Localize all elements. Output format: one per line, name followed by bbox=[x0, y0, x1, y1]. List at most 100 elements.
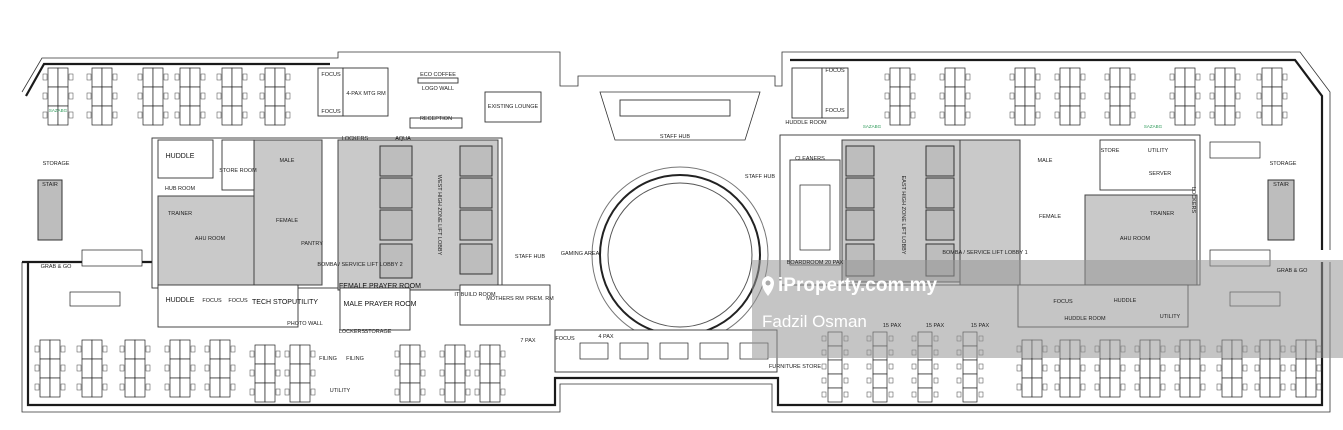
west-core bbox=[151, 137, 551, 331]
chair bbox=[1256, 73, 1262, 81]
chair bbox=[68, 92, 74, 100]
desk bbox=[49, 339, 61, 360]
chair bbox=[204, 364, 210, 372]
desk bbox=[142, 67, 154, 88]
chair bbox=[978, 377, 984, 384]
chair bbox=[285, 92, 291, 100]
chair bbox=[1054, 73, 1060, 81]
desk bbox=[1174, 67, 1186, 88]
desk bbox=[954, 105, 966, 126]
desk bbox=[1031, 377, 1043, 398]
chair bbox=[821, 391, 827, 398]
desk bbox=[899, 105, 911, 126]
chair bbox=[102, 383, 108, 391]
desk bbox=[889, 105, 901, 126]
chair bbox=[1134, 383, 1140, 391]
desk bbox=[1231, 377, 1243, 398]
desk bbox=[142, 86, 154, 107]
chair bbox=[164, 383, 170, 391]
chair bbox=[1195, 73, 1201, 81]
desk bbox=[489, 363, 501, 384]
chair bbox=[910, 92, 916, 100]
desk bbox=[1109, 358, 1121, 379]
chair bbox=[42, 111, 48, 119]
meeting-table bbox=[827, 359, 843, 375]
chair bbox=[200, 73, 206, 81]
chair bbox=[1120, 383, 1126, 391]
watermark-agent: Fadzil Osman bbox=[762, 312, 867, 331]
desk bbox=[264, 363, 276, 384]
chair bbox=[1054, 364, 1060, 372]
desk bbox=[1214, 67, 1226, 88]
desk bbox=[1014, 86, 1026, 107]
chair bbox=[259, 111, 265, 119]
chair bbox=[34, 364, 40, 372]
desk bbox=[219, 358, 231, 379]
chair bbox=[956, 377, 962, 384]
desk bbox=[1099, 377, 1111, 398]
desk bbox=[1174, 86, 1186, 107]
desk bbox=[944, 86, 956, 107]
chair bbox=[1130, 111, 1136, 119]
meeting-table bbox=[872, 359, 888, 375]
chair bbox=[1282, 111, 1288, 119]
desk bbox=[1059, 358, 1071, 379]
chair bbox=[137, 111, 143, 119]
chair bbox=[500, 369, 506, 377]
label-storage: STORAGE bbox=[43, 161, 70, 167]
boardroom-table bbox=[799, 184, 831, 251]
chair bbox=[1120, 364, 1126, 372]
desk bbox=[179, 358, 191, 379]
desk bbox=[454, 344, 466, 365]
chair bbox=[1054, 92, 1060, 100]
chair bbox=[465, 388, 471, 396]
desk bbox=[179, 339, 191, 360]
desk bbox=[1109, 67, 1121, 88]
chair bbox=[102, 364, 108, 372]
label-existing-lounge: EXISTING LOUNGE bbox=[488, 104, 539, 110]
label-huddle: HUDDLE bbox=[166, 153, 195, 160]
label-lockers-2: LOCKERS bbox=[339, 329, 366, 335]
desk bbox=[221, 86, 233, 107]
chair bbox=[204, 345, 210, 353]
label-focus-r2: FOCUS bbox=[825, 108, 845, 114]
label-focus-3: FOCUS bbox=[228, 298, 248, 304]
desk bbox=[399, 344, 411, 365]
chair bbox=[866, 377, 872, 384]
label-bomba-1: BOMBA / SERVICE LIFT LOBBY 1 bbox=[942, 250, 1027, 256]
desk bbox=[209, 377, 221, 398]
desk bbox=[101, 86, 113, 107]
desk bbox=[254, 363, 266, 384]
chair bbox=[1080, 92, 1086, 100]
desk bbox=[169, 377, 181, 398]
chair bbox=[200, 92, 206, 100]
meeting-table bbox=[699, 342, 729, 360]
chair bbox=[1160, 383, 1166, 391]
label-hub-room: HUB ROOM bbox=[165, 186, 196, 192]
label-store: STORE bbox=[1101, 148, 1120, 154]
desk bbox=[189, 86, 201, 107]
desk bbox=[1231, 358, 1243, 379]
desk bbox=[889, 86, 901, 107]
desk bbox=[152, 86, 164, 107]
desk bbox=[1069, 105, 1081, 126]
chair bbox=[1169, 92, 1175, 100]
label-staff-hub: STAFF HUB bbox=[660, 134, 690, 140]
chair bbox=[1254, 383, 1260, 391]
chair bbox=[163, 92, 169, 100]
label-male-prayer: MALE PRAYER ROOM bbox=[344, 301, 417, 308]
desk bbox=[1261, 86, 1273, 107]
label-reception: RECEPTION bbox=[420, 116, 452, 122]
label-east-lobby: EAST HIGH ZONE LIFT LOBBY bbox=[900, 176, 906, 255]
chair bbox=[439, 369, 445, 377]
chair bbox=[1195, 92, 1201, 100]
chair bbox=[500, 350, 506, 358]
chair bbox=[145, 383, 151, 391]
desk bbox=[889, 67, 901, 88]
desk bbox=[1179, 358, 1191, 379]
chair bbox=[1054, 111, 1060, 119]
desk bbox=[1271, 86, 1283, 107]
desk bbox=[1305, 358, 1317, 379]
label-stair: STAIR bbox=[42, 182, 58, 188]
desk bbox=[299, 363, 311, 384]
